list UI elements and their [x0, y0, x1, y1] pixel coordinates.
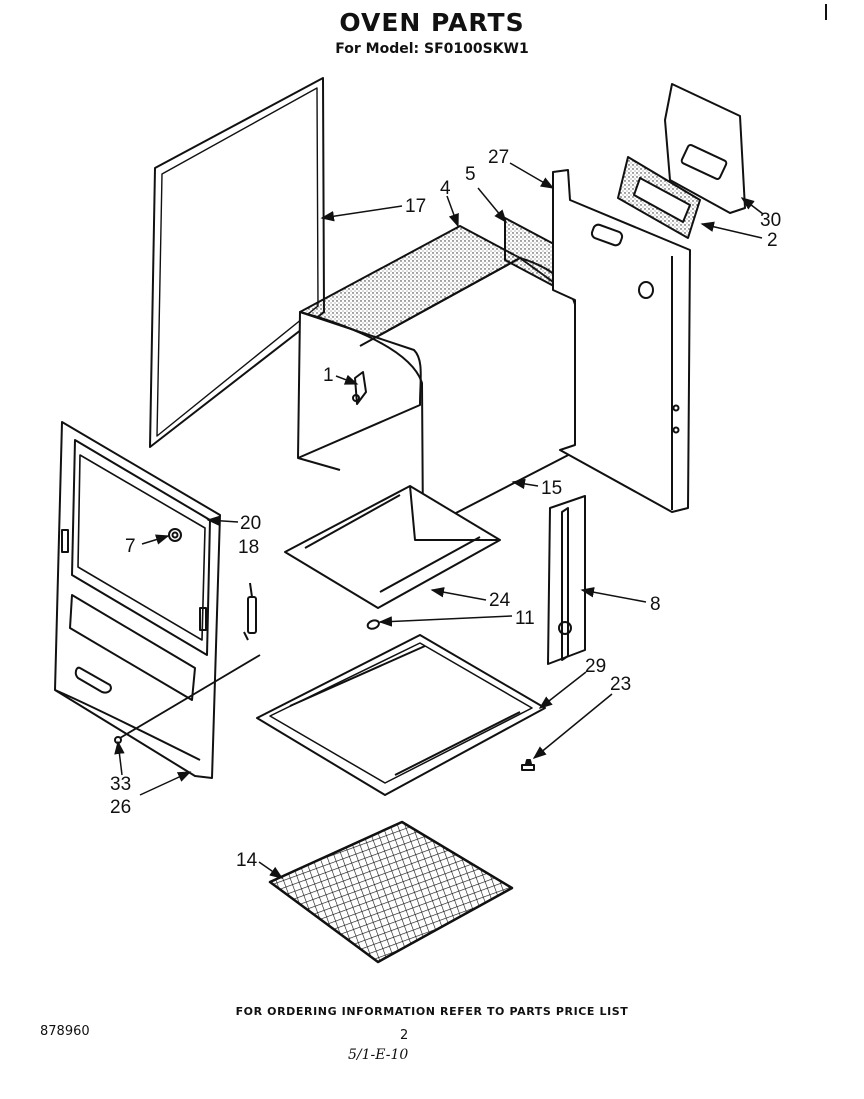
leader-24 [430, 587, 487, 601]
callout-33: 33 [110, 774, 131, 795]
callout-4: 4 [440, 178, 451, 199]
callout-7: 7 [125, 536, 136, 557]
part-24-bottom-panel [284, 485, 501, 609]
leader-23 [532, 693, 613, 759]
callout-15: 15 [541, 478, 562, 499]
part-11-clip [366, 619, 380, 630]
part-14-rack [268, 820, 514, 964]
callout-1: 1 [323, 365, 334, 386]
page-number: 2 [400, 1028, 409, 1043]
callout-30: 30 [760, 210, 781, 231]
leader-30 [740, 197, 764, 215]
part-29-broiler-pan [256, 634, 546, 796]
leader-26 [139, 771, 192, 796]
callout-8: 8 [650, 594, 661, 615]
part-17-insulation-panel [149, 77, 325, 448]
leader-1 [335, 374, 359, 385]
part-2-gasket [617, 156, 701, 239]
part-30-plate [664, 83, 746, 214]
part-8-side-rail [547, 495, 586, 665]
part-26-door-panel [54, 421, 221, 779]
callout-27: 27 [488, 147, 509, 168]
callout-18: 18 [238, 537, 259, 558]
ordering-info: FOR ORDERING INFORMATION REFER TO PARTS … [235, 1005, 629, 1018]
document-number: 878960 [40, 1024, 90, 1039]
part-27-rear-panel [552, 169, 691, 513]
leader-15 [511, 478, 539, 490]
leader-4 [446, 195, 459, 228]
callout-11: 11 [515, 608, 535, 629]
leader-20 [206, 515, 239, 527]
callout-29: 29 [585, 656, 606, 677]
leader-11 [378, 615, 513, 627]
leader-5 [477, 187, 507, 224]
part-7-knob [168, 528, 182, 542]
handwritten-note: 5/1-E-10 [348, 1047, 409, 1063]
callout-26: 26 [110, 797, 131, 818]
leader-8 [580, 587, 647, 603]
callout-17: 17 [405, 196, 426, 217]
part-1-bracket [352, 371, 367, 405]
model-subtitle: For Model: SF0100SKW1 [335, 41, 529, 57]
leader-14 [258, 861, 284, 879]
part-18-hinge [243, 582, 257, 641]
leader-7 [141, 534, 170, 545]
page-title: OVEN PARTS [339, 8, 525, 37]
callout-5: 5 [465, 164, 476, 185]
leader-33 [114, 740, 125, 776]
callout-2: 2 [767, 230, 778, 251]
leader-17 [320, 205, 403, 222]
callout-14: 14 [236, 850, 258, 871]
part-23-screw [521, 759, 535, 771]
callout-20: 20 [240, 513, 261, 534]
leader-27 [509, 162, 555, 189]
leader-29 [538, 671, 587, 709]
callout-24: 24 [489, 590, 511, 611]
callout-23: 23 [610, 674, 631, 695]
leader-2 [700, 221, 763, 239]
